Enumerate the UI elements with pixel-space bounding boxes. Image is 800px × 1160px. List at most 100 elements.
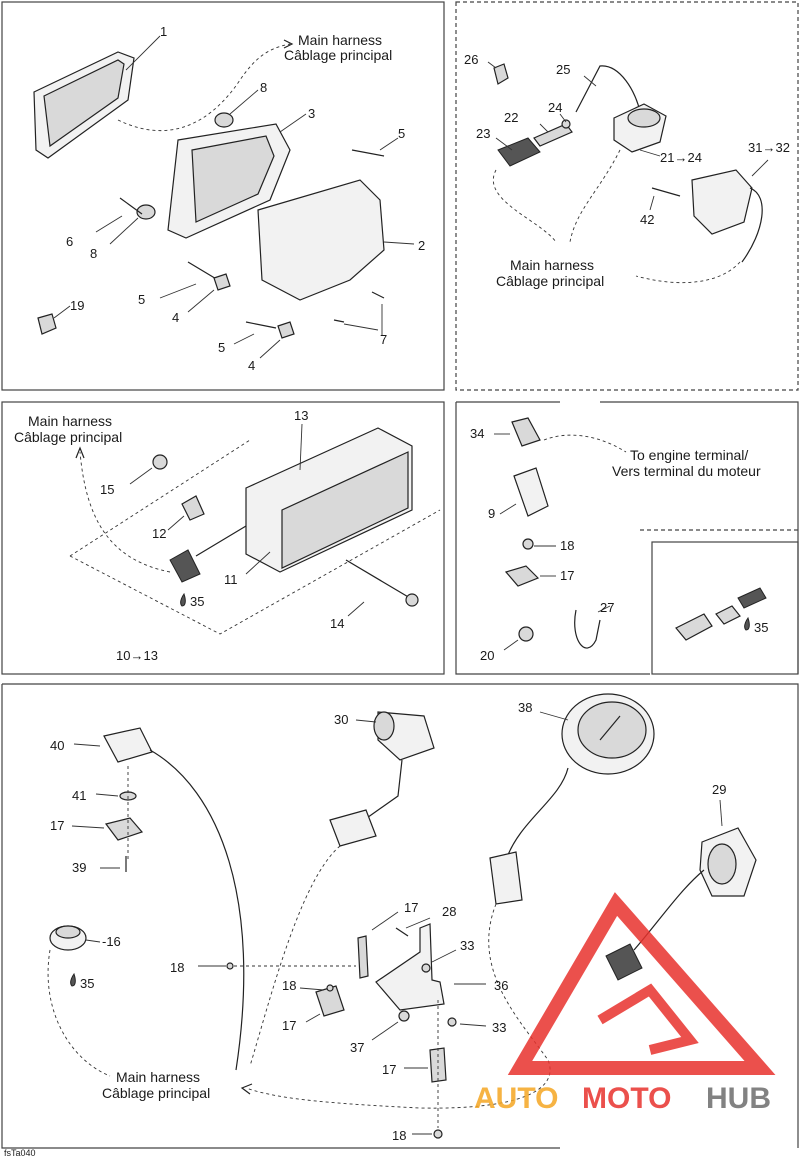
watermark-text-moto: MOTO (582, 1082, 671, 1115)
label-17a: 17 (560, 568, 574, 583)
label-38: 38 (518, 700, 532, 715)
harness-label-fr-2: Câblage principal (496, 273, 604, 289)
label-37: 37 (350, 1040, 364, 1055)
grommet-37 (398, 1010, 410, 1022)
label-36: 36 (494, 978, 508, 993)
leader-42 (649, 195, 655, 211)
clip-19 (37, 313, 57, 335)
leader-8b (109, 217, 139, 245)
leader-5b (159, 283, 197, 299)
panel-switch (455, 1, 799, 391)
indicator-light-lens (55, 925, 81, 939)
label-34: 34 (470, 426, 484, 441)
rivet-18 (522, 538, 534, 550)
leader-8a (229, 89, 259, 115)
headlight-group: 1 2 3 4 4 5 5 5 6 7 8 8 19 Main harness … (33, 24, 425, 373)
wire-40-route (149, 749, 245, 1071)
gauge-38-route (245, 903, 551, 1109)
figure-code: fsTa040 (4, 1148, 36, 1158)
arrow-head-3 (240, 1083, 253, 1095)
taillight-group: 13 15 12 11 14 35 10→13 Main harness Câb… (14, 408, 441, 663)
leader-5a (379, 137, 399, 151)
harness-label-fr-3: Câblage principal (14, 429, 122, 445)
harness-label-en-2: Main harness (510, 257, 594, 273)
label-4b: 4 (248, 358, 255, 373)
screw-28 (395, 927, 409, 937)
harness-label-fr-1: Câblage principal (284, 47, 392, 63)
leader-14 (347, 601, 365, 617)
label-14: 14 (330, 616, 344, 631)
screw-42 (651, 187, 681, 197)
arrow-head-2 (75, 446, 85, 459)
leader-9 (499, 503, 517, 515)
leader-12 (167, 515, 185, 531)
gauge-29-face (707, 843, 737, 885)
leader-25 (583, 75, 597, 87)
taillight-lens (281, 451, 409, 569)
watermark-logo: AUTO MOTO HUB (474, 892, 776, 1115)
label-33a: 33 (460, 938, 474, 953)
leader-4a (187, 289, 215, 313)
clip-nut-4a (213, 273, 231, 291)
headlamp-harness-route (117, 43, 291, 132)
label-22: 22 (504, 110, 518, 125)
screw-5-top (351, 149, 385, 157)
clip-nut-4b (277, 321, 295, 339)
panel-gauges (1, 683, 799, 1149)
switch-group: 26 25 24 22 23 21→24 31→32 42 Main harne… (464, 52, 790, 289)
leader-7 (343, 304, 383, 336)
label-11: 11 (224, 572, 238, 587)
taillight-wire (195, 525, 247, 557)
gauges-group: 35 (47, 693, 757, 1143)
label-30: 30 (334, 712, 348, 727)
label-3: 3 (308, 106, 315, 121)
label-13: 13 (294, 408, 308, 423)
watermark-inner-mark (597, 983, 699, 1055)
gauge-bracket-36 (375, 923, 445, 1011)
oil-drop-icon-2 (744, 616, 750, 631)
wire-25 (575, 65, 641, 113)
clip-17b (104, 817, 144, 841)
bulb-12 (181, 495, 205, 521)
oil-drop-icon-3 (70, 972, 76, 987)
grommet-left (136, 204, 156, 220)
leader-6 (95, 215, 123, 233)
clip-17c (357, 935, 369, 979)
clip-17e (429, 1047, 447, 1083)
leader-11 (245, 551, 271, 575)
leader-16 (85, 939, 101, 943)
rivet-18b (226, 962, 234, 970)
leader-15 (129, 467, 153, 485)
label-35a: 35 (190, 594, 204, 609)
label-21-24: 21→24 (660, 150, 702, 165)
grommet-20 (518, 626, 534, 642)
label-6: 6 (66, 234, 73, 249)
connector-40 (103, 727, 153, 763)
label-18c: 18 (282, 978, 296, 993)
label-17e: 17 (382, 1062, 396, 1077)
label-2: 2 (418, 238, 425, 253)
label-23: 23 (476, 126, 490, 141)
leader-13 (299, 423, 303, 471)
panel-taillight (1, 401, 445, 675)
label-25: 25 (556, 62, 570, 77)
grommet-top (214, 112, 234, 128)
leader-2 (383, 241, 415, 245)
label-1: 1 (160, 24, 167, 39)
label-15: 15 (100, 482, 114, 497)
label-4a: 4 (172, 310, 179, 325)
label-18d: 18 (392, 1128, 406, 1143)
seal-24 (561, 119, 571, 129)
harness-label-en-1: Main harness (298, 32, 382, 48)
leader-20 (503, 639, 519, 651)
label-7: 7 (380, 332, 387, 347)
clip-9 (513, 467, 549, 517)
label-24: 24 (548, 100, 562, 115)
leader-17d (305, 1013, 321, 1023)
label-31-32: 31→32 (748, 140, 790, 155)
leader-17c (371, 911, 399, 931)
rivet-18c (326, 984, 334, 992)
label-18b: 18 (170, 960, 184, 975)
